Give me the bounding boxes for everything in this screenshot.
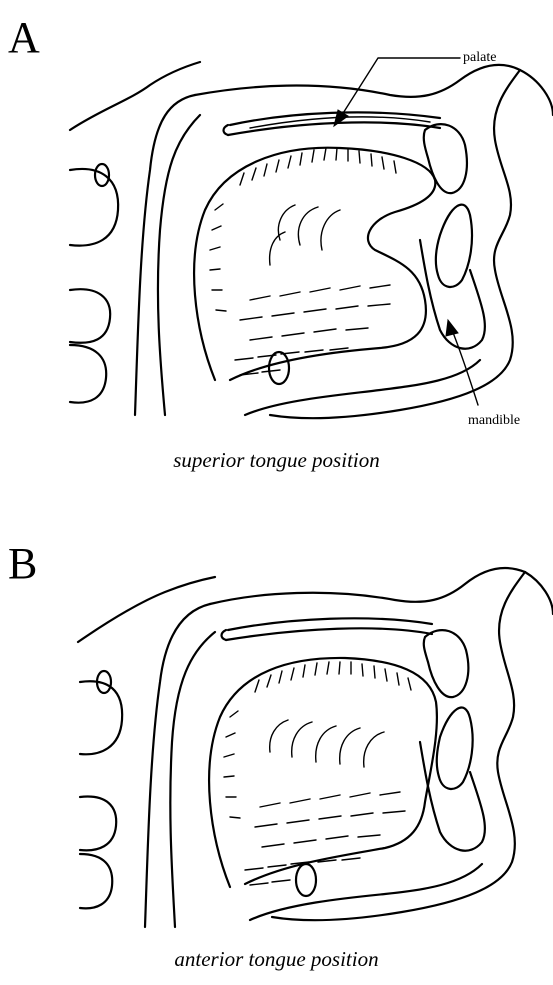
pharynx-line-outer (135, 95, 195, 415)
tongue-outline (209, 658, 437, 887)
tongue-fibers (210, 148, 396, 375)
palate-cap (222, 630, 227, 640)
atlas-oval (95, 164, 109, 186)
palate-pointer-line (340, 58, 460, 118)
lower-incisor (437, 708, 473, 789)
panel-a: A (0, 0, 553, 492)
vertebra-2 (70, 289, 110, 343)
palate-label: palate (463, 50, 496, 66)
panel-b-caption: anterior tongue position (0, 947, 553, 972)
pharynx-line-outer (145, 604, 210, 927)
panel-b: B a (0, 492, 553, 985)
panel-a-midsagittal-drawing (0, 0, 553, 440)
posterior-pharyngeal-wall (70, 62, 200, 130)
nose-tip (520, 70, 553, 115)
lower-jaw-outline (245, 360, 480, 415)
tongue-outline (194, 148, 435, 380)
vertebra-1 (70, 169, 118, 246)
palate-cap (224, 125, 229, 135)
mandible-pointer-head (446, 320, 458, 336)
vertebra-3 (80, 854, 112, 908)
nose-tip (525, 572, 553, 614)
panel-b-midsagittal-drawing (0, 492, 553, 942)
tongue-fibers (224, 662, 411, 885)
lower-jaw-outline (250, 864, 482, 920)
mandible-label: mandible (468, 413, 520, 429)
panel-a-caption: superior tongue position (0, 448, 553, 473)
nasopharynx-roof (210, 568, 525, 604)
hyoid-bone (269, 352, 289, 384)
nasopharynx-roof (195, 65, 520, 97)
vertebra-3 (70, 345, 106, 403)
mandible-outline (420, 742, 485, 851)
vertebra-2 (80, 797, 116, 851)
lower-incisor (436, 205, 472, 287)
hyoid-bone (296, 864, 316, 896)
upper-incisor (424, 124, 467, 193)
upper-lip (272, 572, 525, 920)
palate-lower (226, 628, 432, 640)
